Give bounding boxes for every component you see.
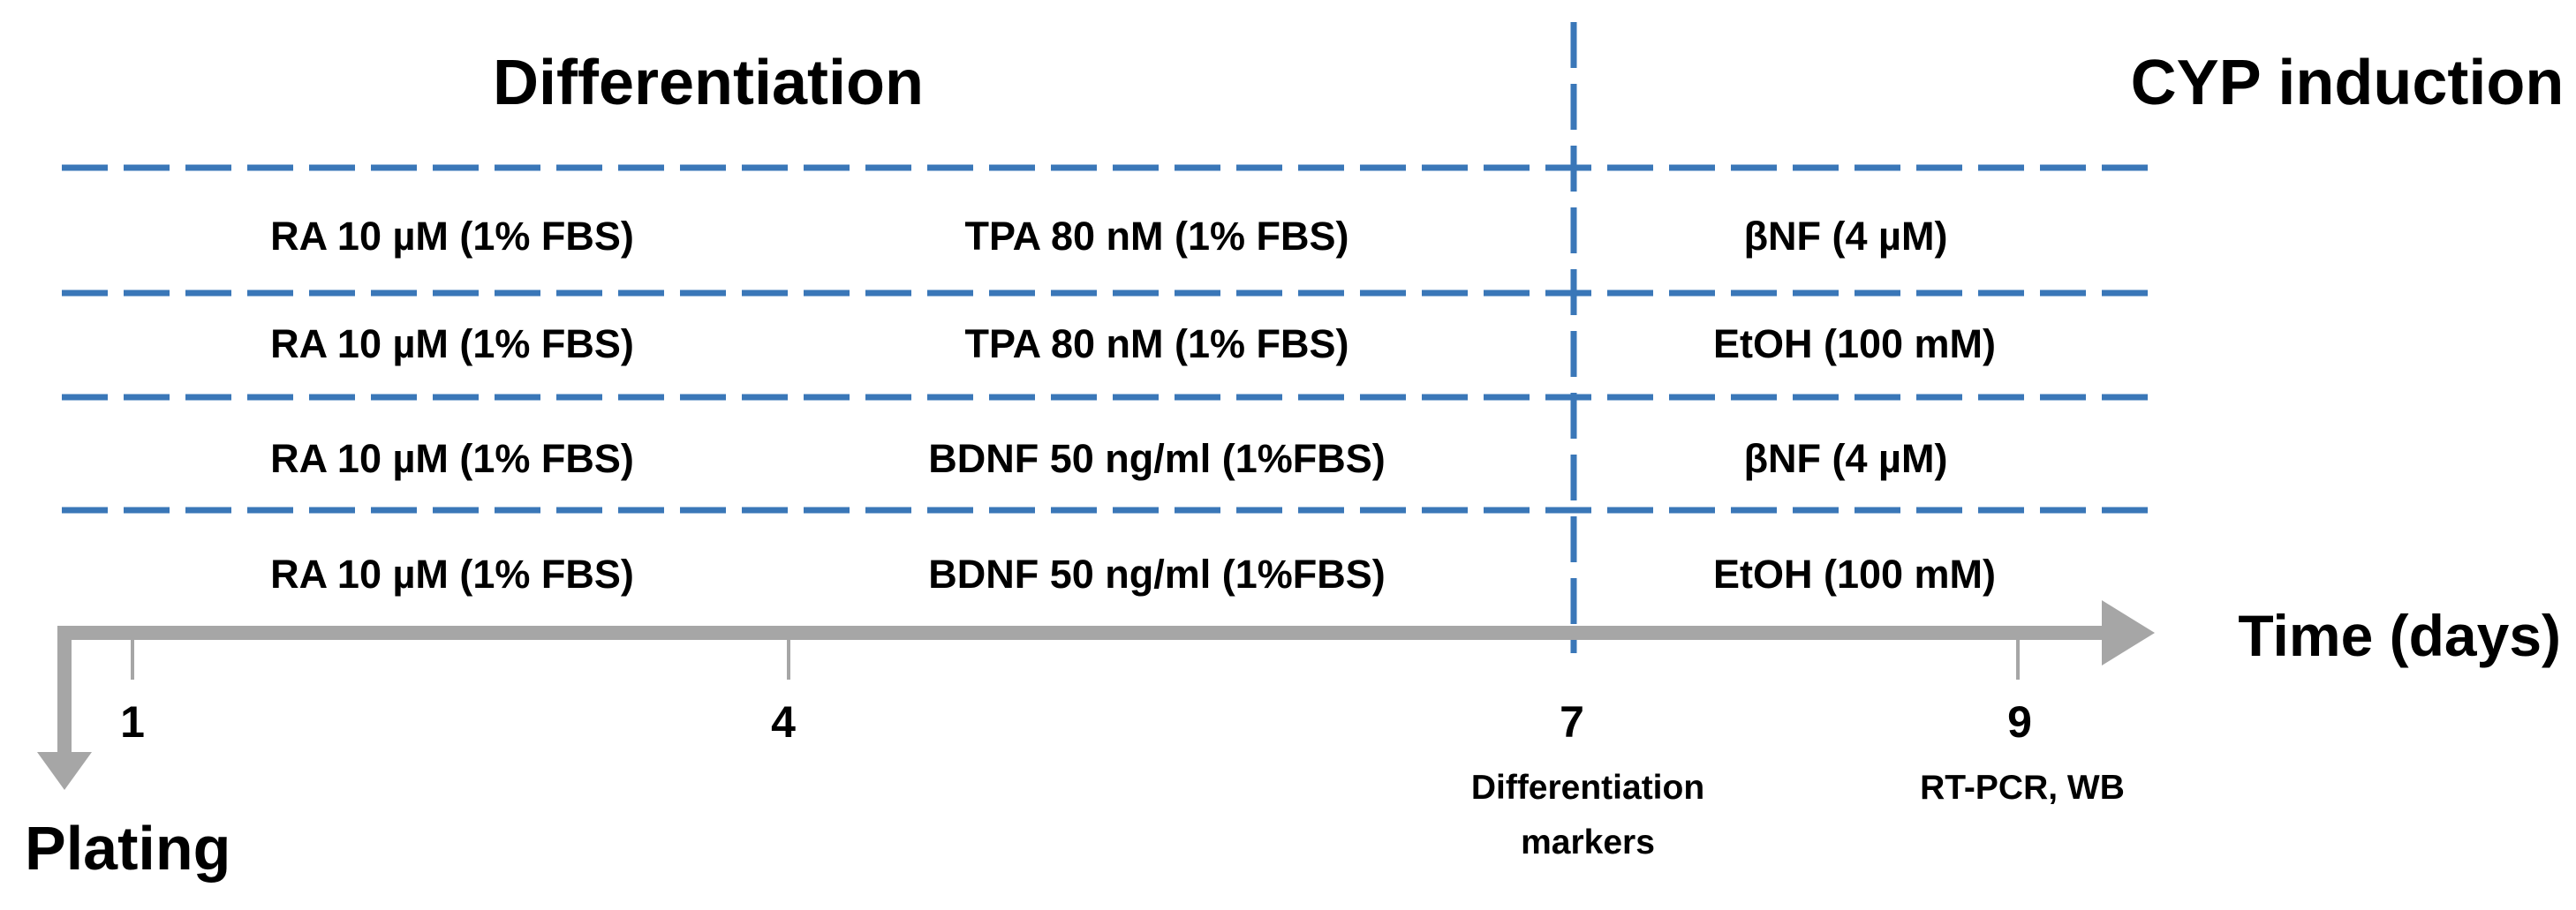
row4-induction: EtOH (100 mM): [1713, 552, 1996, 597]
time-axis: [57, 600, 2155, 666]
plating-arrow-shaft: [57, 626, 72, 758]
row2-induction: EtOH (100 mM): [1713, 321, 1996, 366]
tick-label-day1: 1: [120, 697, 145, 747]
row1-ra: RA 10 µM (1% FBS): [270, 214, 634, 259]
row3-ra: RA 10 µM (1% FBS): [270, 436, 634, 481]
day7-note-line1: Differentiation: [1471, 769, 1704, 807]
tick-label-day9: 9: [2007, 697, 2032, 747]
tick-label-day7: 7: [1560, 697, 1584, 747]
row4-ra: RA 10 µM (1% FBS): [270, 552, 634, 597]
row2-treatment: TPA 80 nM (1% FBS): [964, 321, 1348, 366]
day7-note-line2: markers: [1521, 824, 1655, 861]
row3-induction: βNF (4 µM): [1744, 436, 1948, 481]
row2-ra: RA 10 µM (1% FBS): [270, 321, 634, 366]
time-axis-arrowhead: [2102, 600, 2155, 666]
time-axis-line: [57, 626, 2106, 640]
heading-differentiation: Differentiation: [493, 48, 924, 118]
row3-treatment: BDNF 50 ng/ml (1%FBS): [928, 436, 1386, 481]
tick-label-day4: 4: [771, 697, 796, 747]
row4-treatment: BDNF 50 ng/ml (1%FBS): [928, 552, 1386, 597]
row1-treatment: TPA 80 nM (1% FBS): [964, 214, 1348, 259]
day9-note: RT-PCR, WB: [1920, 769, 2125, 807]
plating-label: Plating: [25, 814, 230, 883]
row-separators: [62, 164, 2153, 514]
heading-cyp-induction: CYP induction: [2131, 48, 2565, 118]
axis-label-time: Time (days): [2238, 603, 2561, 668]
plating-arrowhead: [37, 752, 92, 790]
row1-induction: βNF (4 µM): [1744, 214, 1948, 259]
plating-arrow: [37, 626, 92, 790]
